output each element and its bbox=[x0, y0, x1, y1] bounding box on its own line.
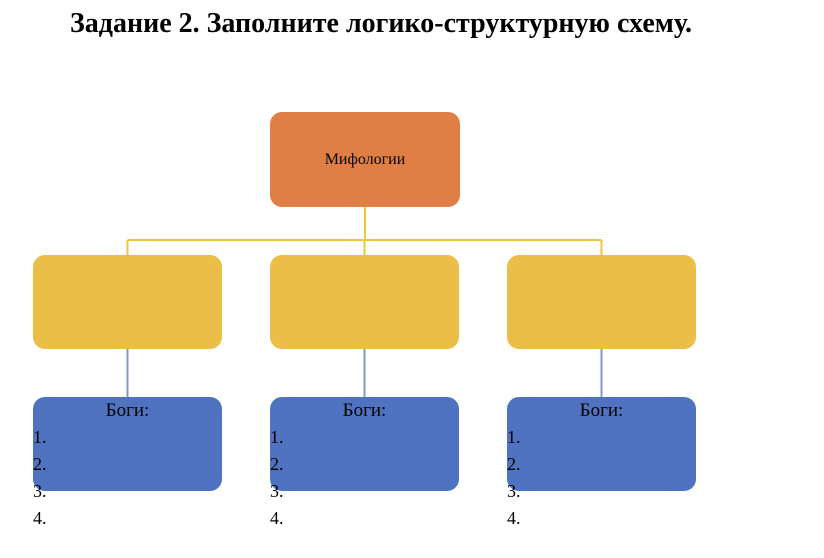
list-item: 1. bbox=[507, 427, 521, 447]
list-item: 2. bbox=[33, 454, 47, 474]
list-item: 3. bbox=[33, 481, 47, 501]
list-item: 4. bbox=[507, 508, 521, 528]
gods-list-3: 1. 2. 3. 4. bbox=[507, 424, 521, 532]
list-item: 3. bbox=[507, 481, 521, 501]
gods-heading-1: Боги: bbox=[105, 400, 150, 421]
gods-list-2: 1. 2. 3. 4. bbox=[270, 424, 284, 532]
category-box-2[interactable] bbox=[270, 255, 459, 349]
list-item: 2. bbox=[270, 454, 284, 474]
leaf-connectors bbox=[126, 349, 603, 397]
gods-heading-3: Боги: bbox=[579, 400, 624, 421]
root-box-label: Мифологии bbox=[324, 150, 406, 168]
category-box-1[interactable] bbox=[33, 255, 222, 349]
list-item: 4. bbox=[270, 508, 284, 528]
gods-box-3[interactable] bbox=[507, 397, 696, 491]
gods-heading-2: Боги: bbox=[342, 400, 387, 421]
list-item: 1. bbox=[33, 427, 47, 447]
list-item: 2. bbox=[507, 454, 521, 474]
root-box[interactable]: Мифологии bbox=[270, 112, 460, 207]
gods-box-2[interactable] bbox=[270, 397, 459, 491]
gods-box-1[interactable] bbox=[33, 397, 222, 491]
list-item: 3. bbox=[270, 481, 284, 501]
gods-list-1: 1. 2. 3. 4. bbox=[33, 424, 47, 532]
category-box-3[interactable] bbox=[507, 255, 696, 349]
list-item: 4. bbox=[33, 508, 47, 528]
list-item: 1. bbox=[270, 427, 284, 447]
task-title: Задание 2. Заполните логико-структурную … bbox=[70, 8, 693, 39]
root-connectors bbox=[126, 207, 603, 255]
